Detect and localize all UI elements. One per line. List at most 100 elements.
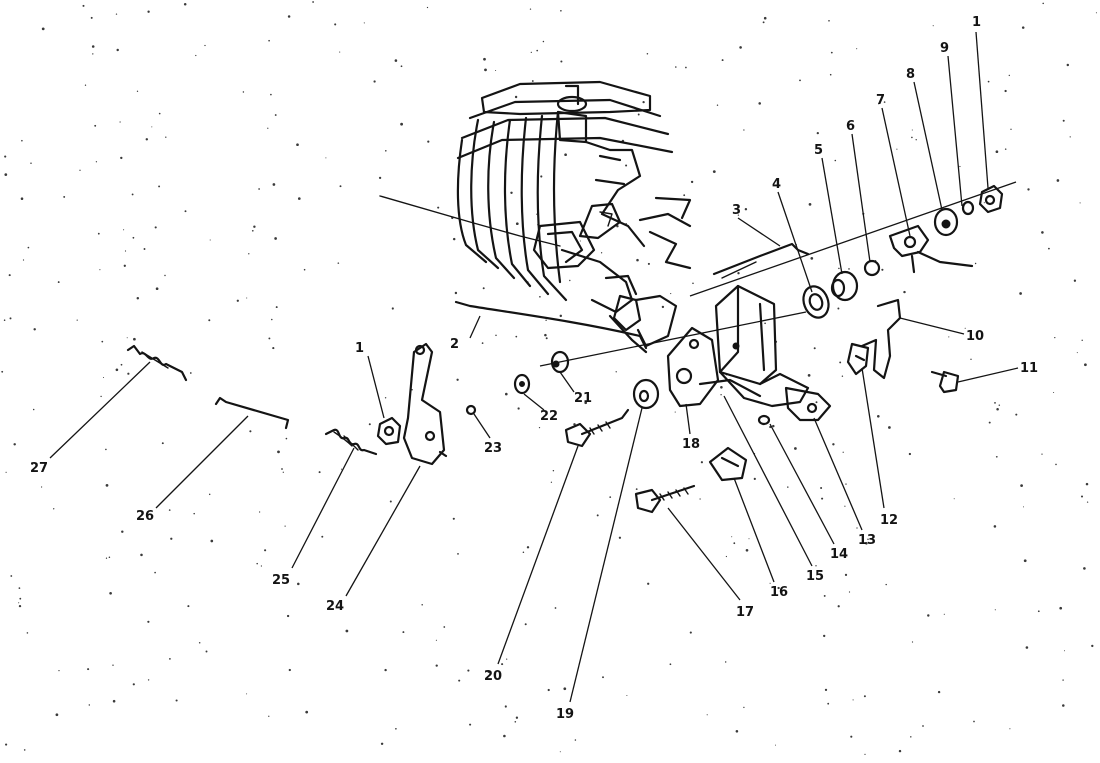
scan-speck: [1048, 247, 1050, 250]
scan-speck: [725, 555, 728, 558]
scan-speck: [689, 631, 692, 634]
part-9-ring: [961, 200, 975, 216]
scan-speck: [915, 139, 917, 141]
scan-speck: [863, 695, 866, 698]
scan-speck: [559, 314, 563, 318]
scan-speck: [53, 508, 55, 510]
scan-speck: [102, 376, 105, 379]
scan-speck: [9, 317, 12, 320]
scan-speck: [763, 16, 767, 20]
scan-speck: [536, 213, 538, 215]
scan-speck: [550, 481, 553, 483]
scan-speck: [1008, 74, 1010, 77]
scan-speck: [529, 8, 532, 10]
scan-speck: [303, 268, 306, 271]
scan-speck: [1037, 610, 1040, 613]
scan-speck: [1041, 231, 1044, 234]
scan-speck: [18, 604, 22, 608]
scan-speck: [1021, 26, 1025, 29]
scan-speck: [995, 455, 998, 458]
part-24-governor-lever: [402, 342, 448, 466]
scan-speck: [720, 394, 722, 396]
scan-speck: [883, 101, 886, 103]
scan-speck: [170, 537, 173, 540]
scan-speck: [848, 591, 851, 593]
scan-speck: [888, 426, 891, 429]
scan-speck: [878, 103, 880, 105]
scan-speck: [530, 51, 532, 54]
scan-speck: [5, 471, 7, 473]
scan-speck: [18, 602, 20, 604]
part-17-screw: [634, 484, 696, 514]
scan-speck: [731, 536, 733, 538]
scan-speck: [683, 194, 686, 197]
scan-speck: [437, 206, 440, 209]
scan-speck: [258, 188, 260, 190]
scan-speck: [23, 749, 26, 751]
scan-speck: [970, 358, 972, 361]
scan-speck: [260, 565, 263, 567]
scan-speck: [286, 614, 290, 618]
scan-speck: [540, 175, 543, 178]
scan-speck: [948, 336, 950, 338]
scan-speck: [92, 53, 94, 55]
scan-speck: [297, 582, 300, 586]
scan-speck: [99, 269, 101, 271]
part-11-bolt: [930, 370, 960, 394]
scan-speck: [421, 603, 423, 606]
scan-speck: [285, 437, 288, 440]
scan-speck: [547, 688, 550, 692]
scan-speck: [32, 408, 35, 411]
callout-14: 14: [830, 547, 848, 562]
scan-speck: [514, 95, 518, 99]
part-10-bracket: [860, 298, 902, 380]
scan-speck: [495, 69, 497, 72]
scan-speck: [839, 361, 842, 364]
callout-21: 21: [574, 391, 592, 406]
scan-speck: [334, 23, 337, 26]
scan-speck: [132, 683, 135, 686]
scan-speck: [832, 443, 835, 446]
scan-speck: [481, 342, 484, 344]
scan-speck: [88, 704, 91, 706]
scan-speck: [724, 661, 727, 663]
scan-speck: [384, 397, 387, 399]
scan-speck: [57, 281, 60, 284]
scan-speck: [272, 347, 275, 350]
scan-speck: [168, 509, 171, 511]
scan-speck: [922, 725, 924, 727]
scan-speck: [896, 148, 898, 150]
callout-9: 9: [940, 41, 949, 56]
scan-speck: [517, 407, 520, 410]
scan-speck: [837, 307, 840, 310]
scan-speck: [402, 631, 405, 634]
scan-speck: [63, 195, 66, 198]
scan-speck: [204, 44, 206, 47]
scan-speck: [394, 59, 398, 62]
scan-speck: [251, 229, 254, 232]
scan-speck: [373, 80, 376, 83]
scan-speck: [426, 6, 429, 9]
scan-speck: [454, 291, 458, 295]
part-18-lever: [666, 326, 720, 408]
part-12-clip: [846, 342, 870, 376]
scan-speck: [911, 136, 913, 139]
scan-speck: [325, 157, 327, 159]
scan-speck: [515, 716, 519, 719]
scan-speck: [13, 443, 16, 446]
scan-speck: [248, 253, 250, 255]
scan-speck: [1066, 63, 1070, 67]
scan-speck: [143, 248, 146, 250]
callout-23: 23: [484, 441, 502, 456]
scan-speck: [584, 401, 588, 405]
scan-speck: [340, 468, 343, 470]
scan-speck: [258, 511, 261, 513]
scan-speck: [515, 222, 519, 226]
scan-speck: [1023, 559, 1027, 563]
scan-speck: [669, 663, 672, 666]
scan-speck: [503, 734, 506, 738]
scan-speck: [120, 156, 123, 160]
scan-speck: [108, 556, 111, 559]
scan-speck: [1025, 646, 1029, 649]
scan-speck: [242, 91, 245, 93]
